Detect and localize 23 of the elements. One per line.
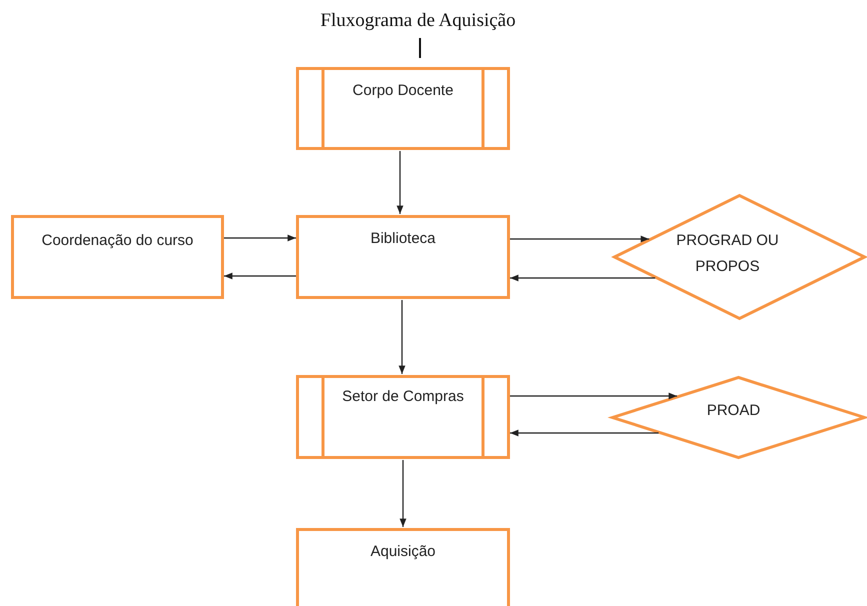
node-label: Corpo Docente [352, 81, 454, 101]
arrow [510, 430, 659, 436]
process-box [11, 215, 224, 299]
predefined-process-box [296, 375, 510, 459]
arrow [510, 274, 656, 282]
node-label: Aquisição [369, 542, 437, 562]
node-label: Coordenação do curso [40, 231, 194, 251]
decision-diamond [613, 194, 866, 320]
arrow [510, 236, 650, 242]
arrow [510, 392, 678, 400]
process-box [296, 215, 510, 299]
arrow [224, 234, 296, 242]
node-label: PROGRAD OU PROPOS [675, 231, 780, 277]
node-label: Setor de Compras [341, 387, 465, 407]
predefined-process-box [296, 67, 510, 150]
node-label: Biblioteca [369, 229, 437, 249]
node-label: PROAD [706, 401, 762, 421]
arrow [400, 460, 406, 527]
arrow [224, 272, 296, 280]
diagram-title: Fluxograma de Aquisição [319, 10, 517, 32]
arrow [396, 151, 404, 214]
arrow [398, 300, 406, 374]
process-box [296, 528, 510, 606]
